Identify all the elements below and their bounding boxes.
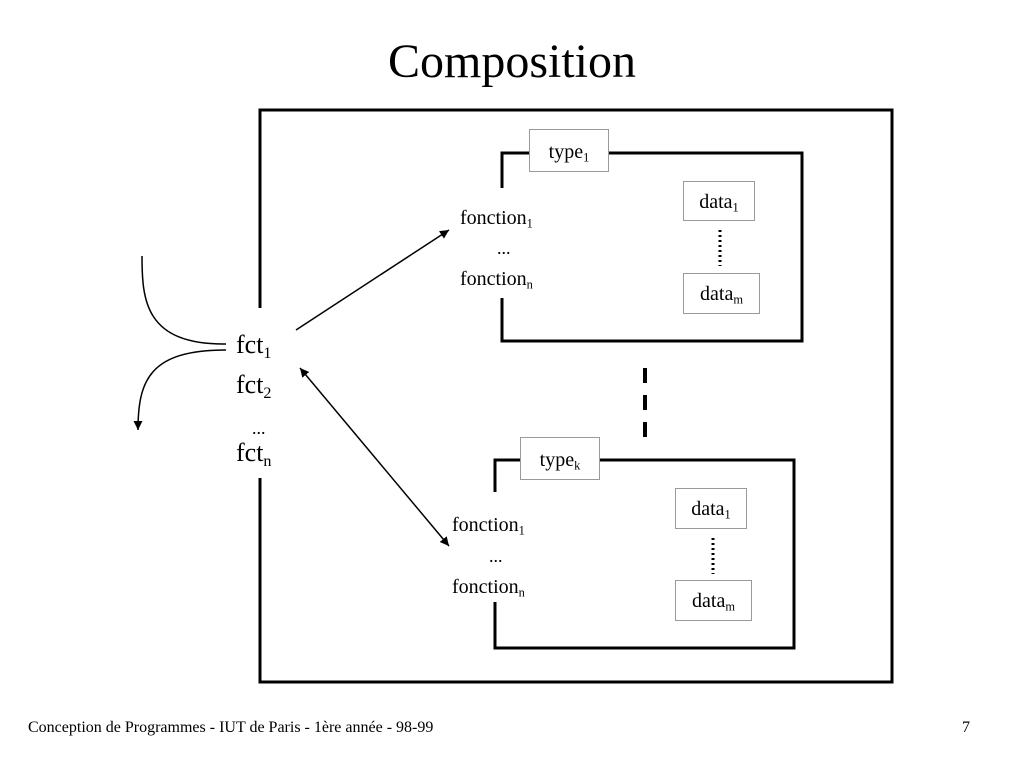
typek-fonction-ellipsis: ... <box>489 546 503 566</box>
type1-box <box>500 151 804 343</box>
fct2-label: fct2 <box>236 370 272 402</box>
type1-fonction-first: fonction1 <box>460 207 533 231</box>
fctn-label: fctn <box>236 438 272 470</box>
page-title: Composition <box>387 35 637 88</box>
typek-fonction-last: fonctionn <box>452 576 525 600</box>
typek-fonction-first: fonction1 <box>452 514 525 538</box>
arrow-to-typek <box>299 367 450 547</box>
type1-name-box: type1 <box>529 129 609 172</box>
incoming-curve <box>141 255 227 345</box>
typek-data-last: datam <box>675 580 752 621</box>
type1-data-last: datam <box>683 273 760 314</box>
outgoing-curve <box>133 349 227 431</box>
type1-fonction-last: fonctionn <box>460 268 533 292</box>
typek-box <box>493 458 796 650</box>
outer-container <box>258 108 894 684</box>
page-number: 7 <box>962 719 970 736</box>
type1-data-first: data1 <box>683 181 755 221</box>
arrow-to-type1 <box>295 229 450 331</box>
fct-ellipsis: ... <box>252 418 266 438</box>
typek-name-box: typek <box>520 437 600 480</box>
fct1-label: fct1 <box>236 330 272 362</box>
footer-text: Conception de Programmes - IUT de Paris … <box>28 719 434 736</box>
type1-fonction-ellipsis: ... <box>497 238 511 258</box>
typek-data-first: data1 <box>675 488 747 529</box>
